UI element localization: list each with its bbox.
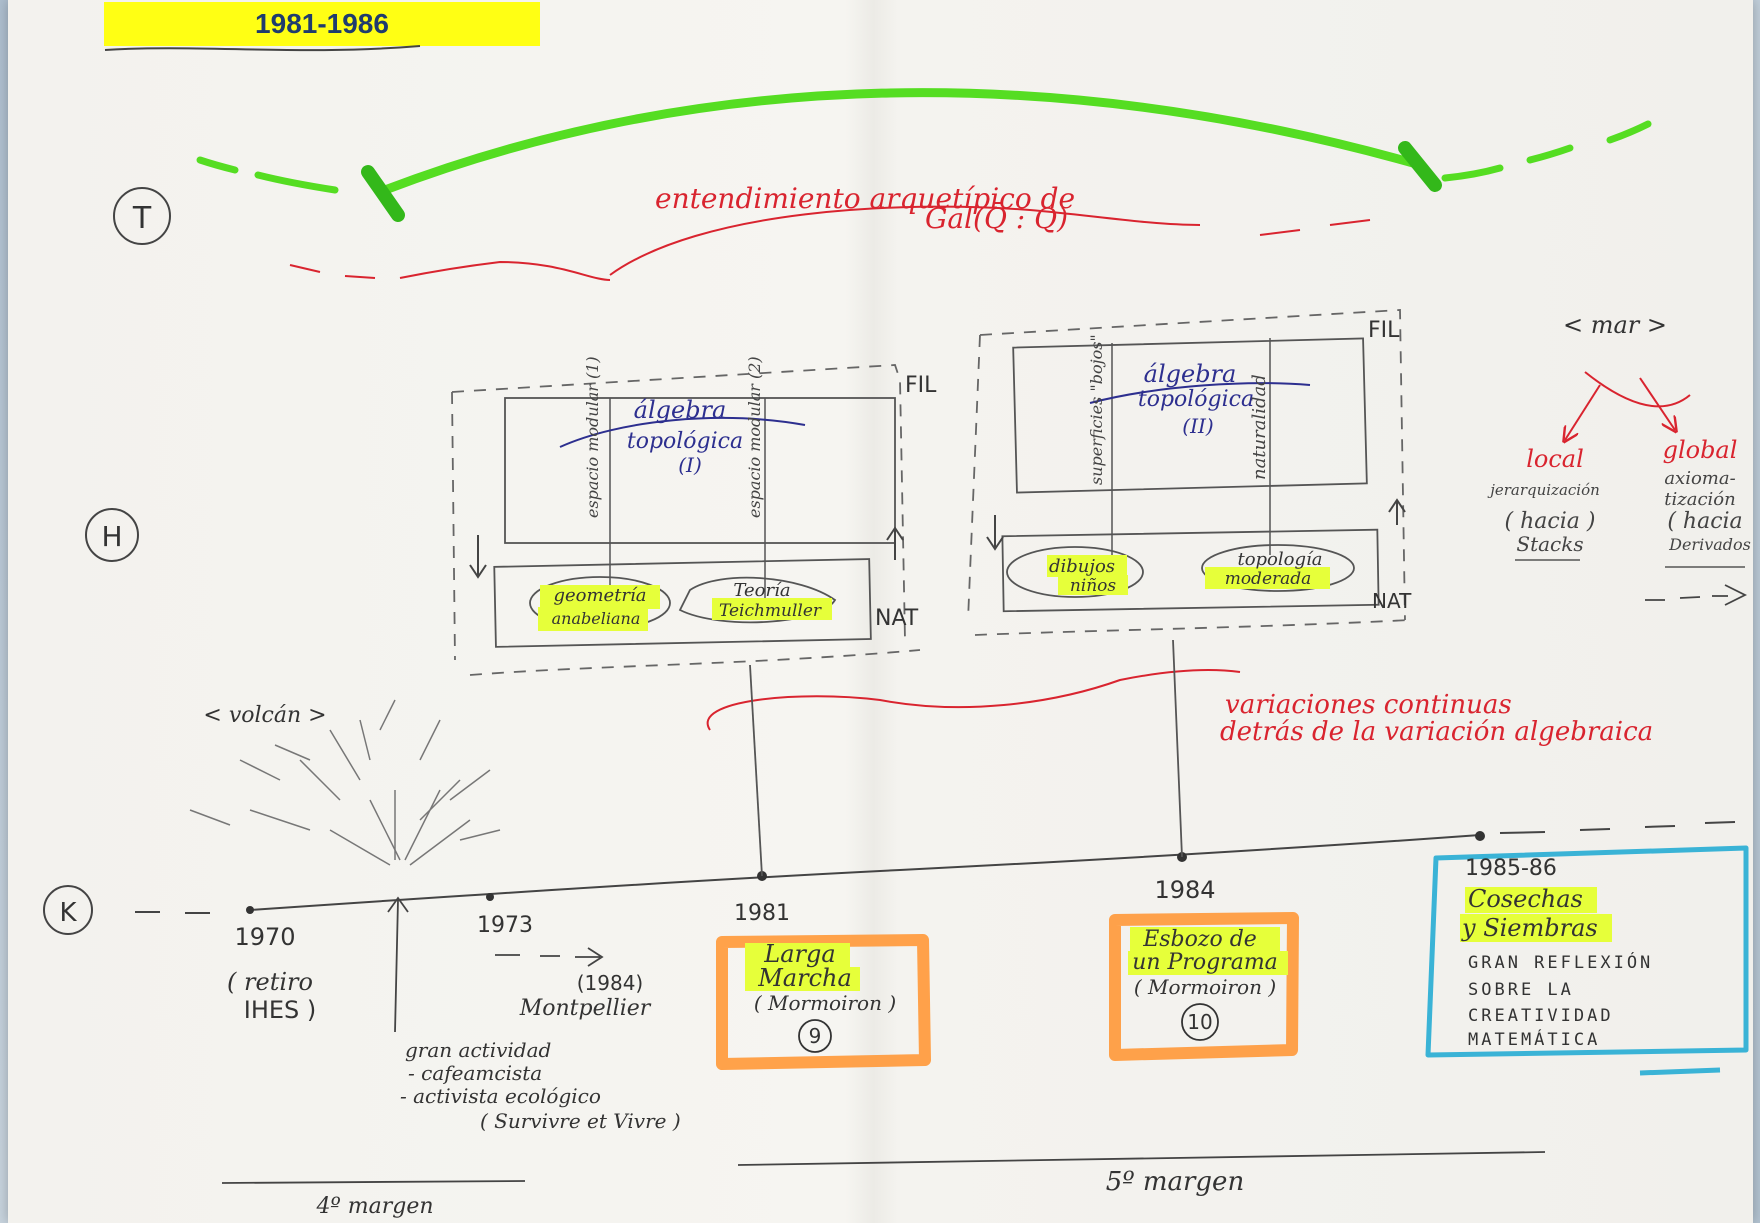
larga-marcha-line2: Marcha — [757, 964, 852, 992]
mar-local-dir-line2: Stacks — [1516, 532, 1583, 556]
level-k-label: K — [59, 898, 77, 928]
mar-global-dir-line2: Derivados — [1668, 535, 1751, 554]
volcano-rays — [189, 699, 501, 866]
period-banner: 1981-1986 — [104, 2, 540, 46]
margin5-label: 5º margen — [1106, 1167, 1244, 1197]
gran-actividad-line4: ( Survivre et Vivre ) — [480, 1109, 681, 1133]
mar-local-dir-line1: ( hacia ) — [1505, 509, 1596, 534]
gran-reflexion-line2: SOBRE LA — [1468, 980, 1574, 1000]
level-h-label: H — [101, 520, 122, 553]
period-title: 1981-1986 — [255, 8, 389, 39]
esbozo-line2: un Programa — [1132, 950, 1278, 975]
margin4-label: 4º margen — [315, 1194, 433, 1219]
box1-algebra-line3: (I) — [678, 453, 702, 477]
box2-item-left-line1: dibujos — [1049, 556, 1115, 577]
variaciones-line2: detrás de la variación algebraica — [1220, 717, 1653, 747]
gran-actividad-line3: - activista ecológico — [400, 1084, 601, 1108]
margin5-line — [737, 1151, 1546, 1166]
larga-marcha-number: 9 — [809, 1024, 822, 1048]
box1-group — [451, 364, 921, 676]
larga-marcha-line1: Larga — [763, 940, 835, 968]
box2-col-left: superficies "bojos" — [1087, 334, 1106, 485]
larga-marcha-line3: ( Mormoiron ) — [754, 991, 896, 1015]
box1-item-left-line1: geometría — [553, 585, 646, 606]
esbozo-box — [1109, 912, 1299, 1061]
larga-marcha-box — [716, 934, 931, 1070]
timeline-axis — [135, 639, 1736, 1033]
box2-algebra-line3: (II) — [1182, 414, 1213, 438]
box1-col-right: espacio modular (2) — [745, 356, 764, 518]
year-1984-paren: (1984) — [577, 971, 644, 995]
box2-nat-label: NAT — [1372, 589, 1412, 613]
box2-fil-label: FIL — [1368, 318, 1400, 343]
box1-item-left-line2: anabeliana — [552, 609, 641, 628]
mar-global-sub-line2: tización — [1664, 489, 1735, 510]
year-1970: 1970 — [234, 923, 295, 951]
box1-fil-label: FIL — [905, 373, 937, 398]
box2-algebra-line2: topológica — [1138, 387, 1254, 412]
year-1973: 1973 — [477, 913, 533, 938]
mar-local-sub: jerarquización — [1487, 481, 1600, 499]
mar-global-sub-line1: axioma- — [1664, 468, 1735, 489]
retiro-line1: ( retiro — [227, 968, 313, 996]
cosechas-line1: Cosechas — [1468, 885, 1583, 913]
box2-item-right-line1: topología — [1237, 549, 1322, 570]
year-1984: 1984 — [1154, 876, 1215, 904]
level-h-circle — [85, 508, 139, 562]
retiro-line2: IHES ) — [244, 996, 317, 1024]
box2-item-left-line2: niños — [1070, 576, 1117, 596]
box2-group — [967, 309, 1411, 636]
box1-nat-label: NAT — [875, 606, 919, 631]
level-k-circle — [43, 885, 93, 935]
level-t-label: T — [132, 201, 152, 236]
gran-reflexion-line4: MATEMÁTICA — [1468, 1028, 1600, 1050]
green-arc-group — [196, 88, 1652, 222]
year-1981: 1981 — [734, 901, 790, 926]
mar-title: < mar > — [1563, 311, 1667, 339]
esbozo-line3: ( Mormoiron ) — [1134, 975, 1276, 999]
mar-arrows — [1515, 371, 1748, 606]
gran-reflexion-line3: CREATIVIDAD — [1468, 1006, 1614, 1026]
box2-algebra-line1: álgebra — [1144, 360, 1237, 388]
mar-global: global — [1663, 436, 1738, 464]
volcan-label: < volcán > — [203, 703, 326, 728]
variaciones-line1: variaciones continuas — [1225, 690, 1512, 720]
esbozo-line1: Esbozo de — [1142, 927, 1257, 952]
paper-sheet — [8, 0, 1753, 1223]
montpellier-label: Montpellier — [519, 996, 652, 1021]
level-t-circle — [113, 187, 171, 245]
mar-local: local — [1526, 445, 1584, 473]
gran-actividad-line1: gran actividad — [405, 1038, 551, 1062]
box1-col-left: espacio modular (1) — [583, 356, 602, 518]
mar-global-dir-line1: ( hacia — [1667, 509, 1742, 534]
year-1985-86: 1985-86 — [1465, 856, 1557, 881]
box1-item-right-line1: Teoría — [733, 580, 790, 601]
gran-reflexion-line1: GRAN REFLEXIÓN — [1468, 951, 1653, 973]
gran-actividad-line2: - cafeamcista — [408, 1061, 542, 1085]
esbozo-number: 10 — [1187, 1010, 1212, 1034]
cosechas-line2: y Siembras — [1461, 914, 1598, 942]
box2-item-right-line2: moderada — [1225, 569, 1312, 589]
box1-algebra-line1: álgebra — [634, 396, 727, 424]
margin4-line — [221, 1180, 526, 1184]
box1-item-right-line2: Teichmuller — [719, 601, 822, 621]
box1-algebra-line2: topológica — [627, 429, 743, 454]
cosechas-box — [1425, 845, 1749, 1076]
box2-col-right: naturalidad — [1249, 374, 1270, 480]
